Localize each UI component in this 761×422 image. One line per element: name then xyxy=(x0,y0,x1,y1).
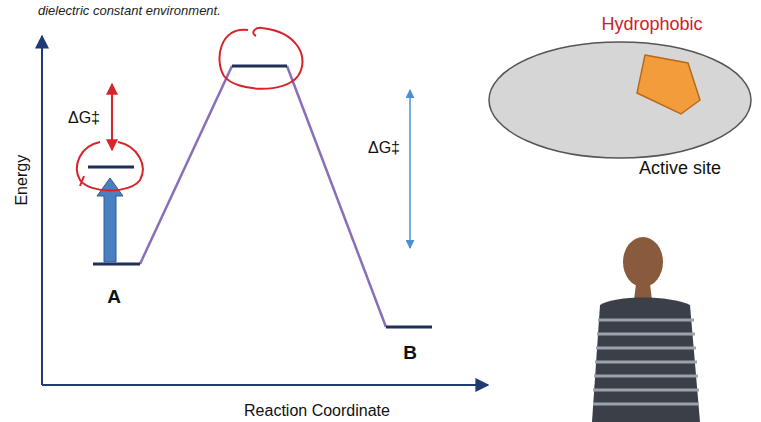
state-label: B xyxy=(403,342,417,364)
presenter-figure xyxy=(592,237,700,422)
transition-state xyxy=(232,65,287,68)
header-note: dielectric constant environment. xyxy=(38,4,221,19)
enzyme-ellipse xyxy=(489,42,751,158)
level-b xyxy=(386,326,432,329)
x-axis xyxy=(42,384,488,386)
region-label: Active site xyxy=(639,158,721,179)
axis-title: Reaction Coordinate xyxy=(244,402,390,420)
region-label: Hydrophobic xyxy=(601,14,702,35)
active-site-pocket xyxy=(637,55,700,114)
raised-level xyxy=(88,166,134,169)
barrier-label: ΔG‡ xyxy=(68,109,100,127)
state-label: A xyxy=(107,286,121,308)
axis-title: Energy xyxy=(13,155,31,206)
highlight-circle xyxy=(77,142,143,191)
y-axis xyxy=(41,36,43,385)
barrier-label: ΔG‡ xyxy=(368,139,400,157)
level-a xyxy=(93,263,140,266)
profile-up xyxy=(140,66,232,264)
highlight-circle xyxy=(219,28,302,89)
profile-down xyxy=(287,66,386,327)
small-barrier-arrow xyxy=(111,84,113,150)
barrier-arrow xyxy=(409,90,411,248)
